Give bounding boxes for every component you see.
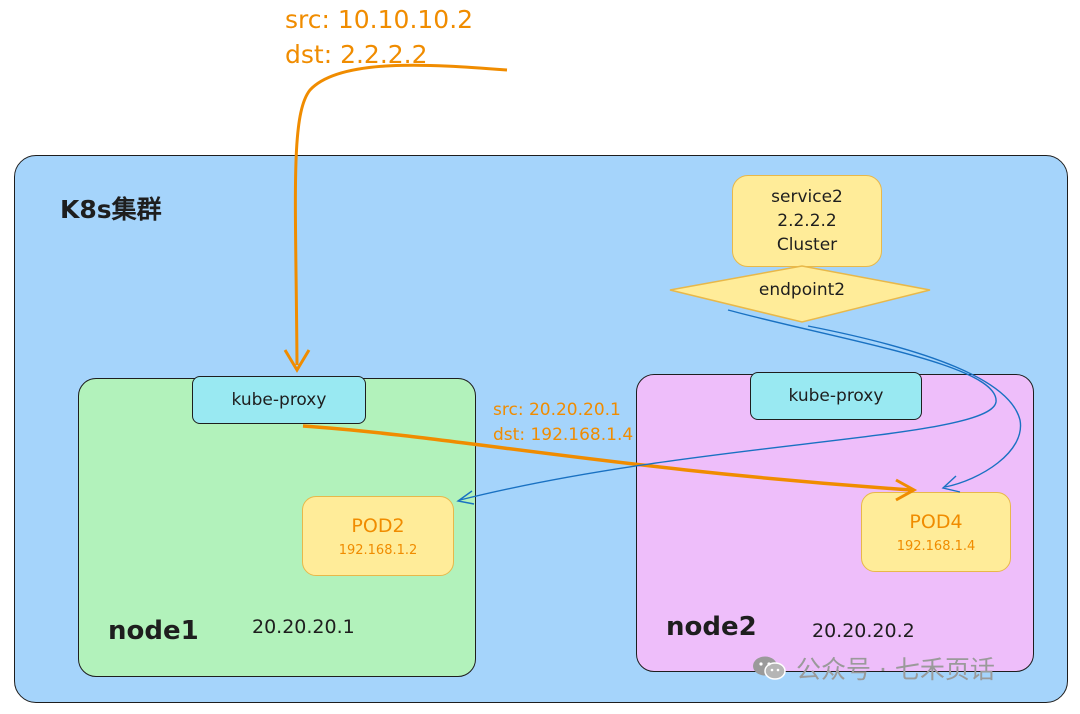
node1-name: node1	[108, 616, 199, 646]
node1-ip: 20.20.20.1	[252, 616, 355, 638]
endpoint-to-pod2-arrow	[459, 309, 997, 501]
endpoint-to-pod4-arrow	[807, 325, 1022, 488]
pod2-ip: 192.168.1.2	[338, 542, 418, 558]
pod2-arrowhead	[456, 490, 475, 505]
cluster-title: K8s集群	[60, 195, 162, 224]
endpoint2-diamond	[669, 265, 931, 323]
pod4-box: POD4 192.168.1.4	[861, 492, 1011, 572]
watermark: 公众号 · 七禾页话	[752, 650, 995, 686]
wechat-icon	[753, 656, 786, 680]
incoming-arrowhead	[283, 349, 311, 373]
pod4-arrowhead	[941, 475, 961, 493]
node1-kube-proxy: kube-proxy	[192, 376, 366, 424]
incoming-packet-label: src: 10.10.10.2 dst: 2.2.2.2	[285, 2, 473, 72]
watermark-text: 公众号 · 七禾页话	[796, 655, 995, 684]
node2-kube-proxy: kube-proxy	[750, 372, 922, 420]
incoming-dst: dst: 2.2.2.2	[285, 40, 428, 69]
node2-ip: 20.20.20.2	[812, 620, 915, 642]
pod4-name: POD4	[909, 510, 963, 533]
service-name: service2	[771, 187, 843, 207]
endpoint-label: endpoint2	[759, 280, 845, 300]
forward-dst: dst: 192.168.1.4	[493, 425, 634, 445]
pod2-name: POD2	[351, 514, 405, 537]
node2-name: node2	[666, 612, 757, 642]
pod2-box: POD2 192.168.1.2	[302, 496, 454, 576]
forward-arrowhead	[895, 478, 918, 502]
forward-src: src: 20.20.20.1	[493, 400, 621, 420]
service-type: Cluster	[776, 235, 838, 255]
incoming-src: src: 10.10.10.2	[285, 5, 474, 34]
pod4-ip: 192.168.1.4	[896, 538, 976, 554]
incoming-traffic-arrow	[293, 63, 508, 366]
forward-traffic-arrow	[302, 424, 913, 492]
service2-box: service2 2.2.2.2 Cluster	[732, 175, 882, 267]
forward-packet-label: src: 20.20.20.1 dst: 192.168.1.4	[493, 398, 633, 448]
service-ip: 2.2.2.2	[777, 211, 837, 231]
